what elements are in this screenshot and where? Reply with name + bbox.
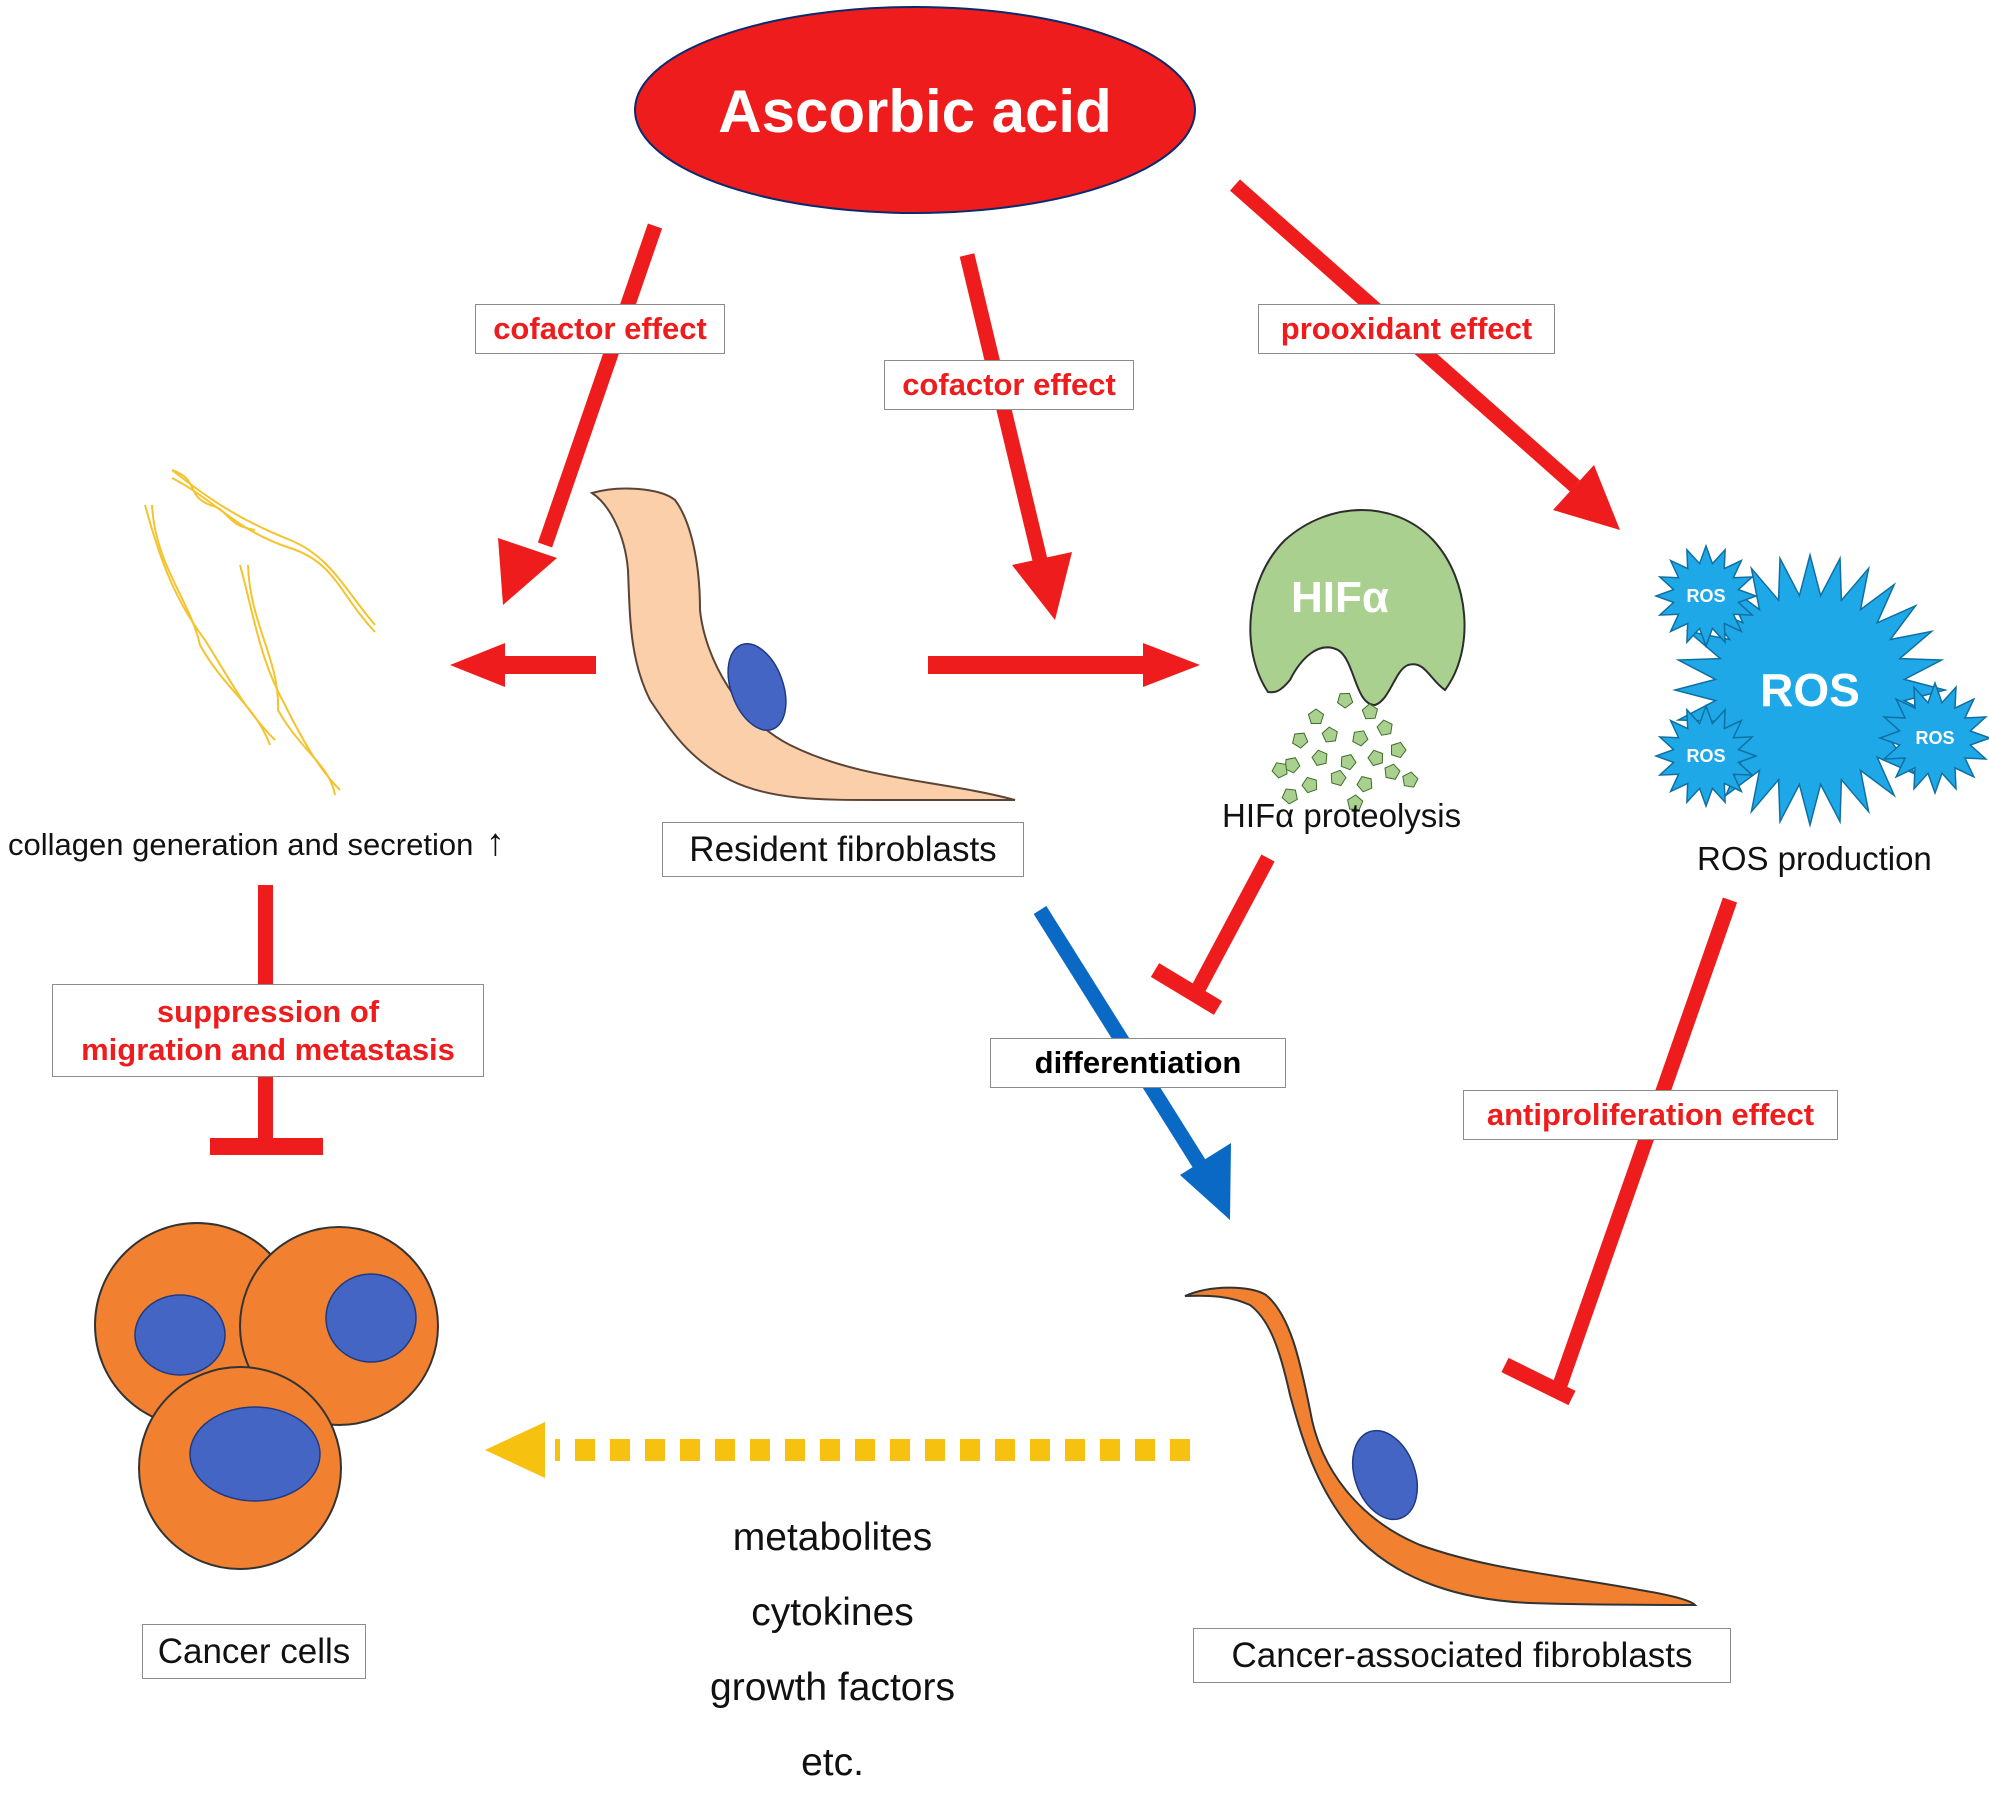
- ascorbic-acid-title: Ascorbic acid: [718, 78, 1112, 145]
- arrow-caf-to-cancer: [485, 1422, 1190, 1478]
- suppression-label: suppression of migration and metastasis: [52, 984, 484, 1077]
- hif-fragment-icon: [1367, 749, 1384, 767]
- hif-fragment-icon: [1391, 741, 1407, 759]
- hif-fragment-icon: [1311, 749, 1328, 766]
- ros-small-burst-icon: [1877, 680, 1989, 796]
- hif-fragment-icon: [1352, 730, 1369, 747]
- cancer-associated-fibroblasts-label: Cancer-associated fibroblasts: [1193, 1628, 1731, 1683]
- collagen-fibers-icon: [144, 469, 376, 796]
- hif-alpha-protein: HIFα: [1249, 509, 1466, 707]
- hif-fragment-icon: [1356, 776, 1373, 793]
- hif-fragment-icon: [1336, 692, 1354, 709]
- factor-cytokines: cytokines: [751, 1591, 914, 1634]
- cancer-cells-cluster: [94, 1222, 439, 1570]
- arrow-to-collagen: [498, 223, 663, 605]
- hif-fragment-icon: [1347, 794, 1364, 811]
- hif-alpha-label: HIFα: [1291, 573, 1389, 622]
- cancer-cells-label: Cancer cells: [142, 1624, 366, 1679]
- hif-fragment-icon: [1321, 726, 1338, 743]
- hif-fragment-icon: [1301, 776, 1318, 794]
- hif-fragment-icon: [1376, 719, 1393, 736]
- ros-small-burst-icon: [1653, 543, 1759, 649]
- arrow-fibroblast-to-hif: [928, 643, 1200, 687]
- hif-fragments-icon: [1271, 692, 1419, 811]
- hif-fragment-icon: [1281, 788, 1298, 805]
- cancer-associated-fibroblast-cell: [1184, 1286, 1698, 1607]
- hif-fragment-icon: [1284, 757, 1301, 774]
- hif-fragment-icon: [1330, 769, 1347, 787]
- secreted-factors-list: metabolites cytokines growth factors etc…: [660, 1500, 1005, 1800]
- ros-main-burst-icon: [1672, 552, 1948, 828]
- ros-small-label: ROS: [1686, 746, 1725, 766]
- ros-production-label: ROS production: [1697, 840, 1932, 877]
- cofactor-effect-label-center: cofactor effect: [884, 360, 1134, 410]
- hif-fragment-icon: [1384, 763, 1401, 780]
- cofactor-effect-label-left: cofactor effect: [475, 304, 725, 354]
- inhibit-hif-to-differentiation: [1150, 854, 1275, 1015]
- hif-proteolysis-label: HIFα proteolysis: [1222, 797, 1462, 834]
- arrow-to-ros: [1230, 179, 1620, 530]
- antiproliferation-effect-label: antiproliferation effect: [1463, 1090, 1838, 1140]
- suppression-label-line1: suppression of: [156, 993, 380, 1029]
- collagen-label-text: collagen generation and secretion: [8, 827, 474, 862]
- ros-small-burst-icon: [1653, 703, 1759, 809]
- factor-metabolites: metabolites: [732, 1516, 933, 1559]
- ascorbic-acid-node: Ascorbic acid: [634, 6, 1196, 214]
- prooxidant-effect-label: prooxidant effect: [1258, 304, 1555, 354]
- factor-etc: etc.: [801, 1741, 864, 1784]
- ros-small-label: ROS: [1915, 728, 1954, 748]
- suppression-label-line2: migration and metastasis: [81, 1031, 455, 1067]
- ros-small-label: ROS: [1686, 586, 1725, 606]
- hif-fragment-icon: [1402, 771, 1419, 788]
- hif-fragment-icon: [1307, 708, 1325, 724]
- ros-main-label: ROS: [1760, 664, 1860, 716]
- inhibit-ros-to-caf: [1501, 897, 1738, 1406]
- arrow-differentiation: [1033, 906, 1231, 1220]
- arrow-to-hif: [959, 253, 1072, 620]
- hif-fragment-icon: [1361, 703, 1379, 720]
- hif-fragment-icon: [1271, 762, 1288, 779]
- resident-fibroblast-cell: [589, 487, 1016, 802]
- differentiation-label: differentiation: [990, 1038, 1286, 1088]
- factor-growth-factors: growth factors: [710, 1666, 955, 1709]
- resident-fibroblasts-label: Resident fibroblasts: [662, 822, 1024, 877]
- ros-burst-icon: ROS ROS ROS ROS: [1653, 543, 1989, 828]
- arrow-fibroblast-to-collagen: [450, 643, 596, 687]
- hif-fragment-icon: [1292, 732, 1309, 749]
- up-arrow-icon: ↑: [485, 822, 505, 864]
- collagen-label: collagen generation and secretion ↑: [8, 822, 505, 865]
- hif-fragment-icon: [1340, 754, 1357, 771]
